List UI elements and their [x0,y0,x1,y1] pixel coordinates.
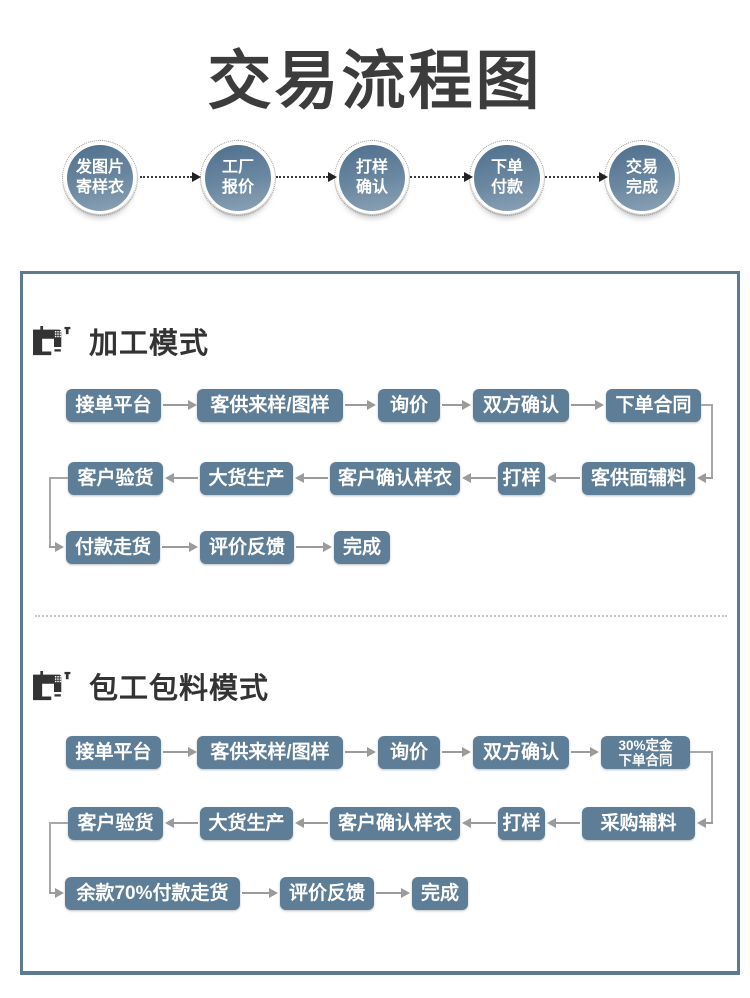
flow-step-box: 打样 [498,462,545,495]
dotted-arrow-icon [140,172,201,182]
flow-step-box: 客供来样/图样 [197,389,343,422]
dotted-arrow-icon [545,172,608,182]
flow-step-box: 询价 [378,389,440,422]
arrow-right-icon [163,747,197,757]
flow-step-box: 客户确认样衣 [330,462,460,495]
arrow-right-icon [442,400,471,410]
connector-line [49,477,51,547]
arrow-left-icon [547,473,580,483]
flow-step-box: 大货生产 [200,462,293,495]
top-step-label: 发图片 [75,159,124,176]
flow-step-box: 客供面辅料 [582,462,695,495]
arrow-right-icon [296,542,332,552]
arrow-left-icon [165,818,198,828]
arrow-left-icon [547,818,580,828]
flow-step-box: 余款70%付款走货 [65,877,240,910]
dotted-arrow-icon [410,172,473,182]
connector-line [50,477,68,479]
arrow-right-icon [571,400,604,410]
flow-step-box: 大货生产 [200,807,293,840]
top-step-circle: 下单 付款 [469,140,545,216]
flow-step-box: 客户验货 [68,462,163,495]
arrow-right-icon [345,747,376,757]
arrow-left-icon [295,473,328,483]
connector-line [50,822,68,824]
sewing-machine-icon [33,670,71,700]
flow-step-box: 打样 [498,807,545,840]
flow-step-box: 客户确认样衣 [330,807,460,840]
arrow-left-icon [295,818,328,828]
flow-step-box: 付款走货 [66,531,160,564]
flow-step-box: 询价 [378,736,440,769]
arrow-left-icon [462,473,496,483]
flow-step-box: 完成 [334,531,390,564]
top-step-circle: 打样 确认 [334,140,410,216]
section-heading-processing-mode: 加工模式 [33,320,209,362]
arrow-left-icon [697,818,713,828]
flow-step-box: 采购辅料 [582,807,695,840]
connector-line [711,404,713,478]
arrow-right-icon [162,542,198,552]
arrow-left-icon [697,473,713,483]
flow-step-box: 下单合同 [606,389,701,422]
dotted-arrow-icon [276,172,337,182]
arrow-right-icon [49,888,64,898]
flowchart-frame [20,271,740,975]
flow-step-box: 客户验货 [68,807,163,840]
arrow-right-icon [242,888,278,898]
top-step-label: 工厂 [221,159,254,176]
flow-step-box: 接单平台 [66,736,161,769]
connector-line [49,822,51,893]
section-heading-label: 包工包料模式 [89,673,270,705]
connector-line [690,751,712,753]
flow-step-box: 完成 [412,877,468,910]
top-step-label: 下单 [490,159,523,176]
arrow-right-icon [345,400,376,410]
top-step-label: 打样 [355,159,388,176]
top-step-label: 交易 [625,159,658,176]
section-divider [35,615,727,617]
flow-step-box: 评价反馈 [280,877,374,910]
top-step-label: 付款 [490,179,523,196]
page-title: 交易流程图 [207,45,543,117]
flow-step-box-deposit: 30%定金 下单合同 [601,736,690,769]
flow-step-box: 评价反馈 [200,531,294,564]
section-heading-label: 加工模式 [89,328,210,360]
sewing-machine-icon [33,325,71,355]
top-step-label: 完成 [625,179,658,196]
arrow-right-icon [163,400,197,410]
arrow-right-icon [442,747,471,757]
arrow-right-icon [376,888,410,898]
section-heading-allinclusive-mode: 包工包料模式 [33,665,269,707]
top-step-label: 报价 [221,179,254,196]
top-step-label: 确认 [355,179,388,196]
flow-step-box: 接单平台 [66,389,161,422]
connector-line [711,751,713,823]
arrow-right-icon [49,542,64,552]
flow-step-box: 双方确认 [473,389,569,422]
flow-step-box: 双方确认 [473,736,569,769]
deposit-line2: 下单合同 [618,753,673,768]
flow-step-box: 客供来样/图样 [197,736,343,769]
top-step-circle: 发图片 寄样衣 [62,140,138,216]
top-step-circle: 工厂 报价 [200,140,276,216]
top-step-circle: 交易 完成 [604,140,680,216]
arrow-right-icon [571,747,599,757]
arrow-left-icon [165,473,198,483]
top-step-label: 寄样衣 [75,179,124,196]
connector-line [701,404,712,406]
arrow-left-icon [462,818,496,828]
deposit-line1: 30%定金 [618,738,673,753]
